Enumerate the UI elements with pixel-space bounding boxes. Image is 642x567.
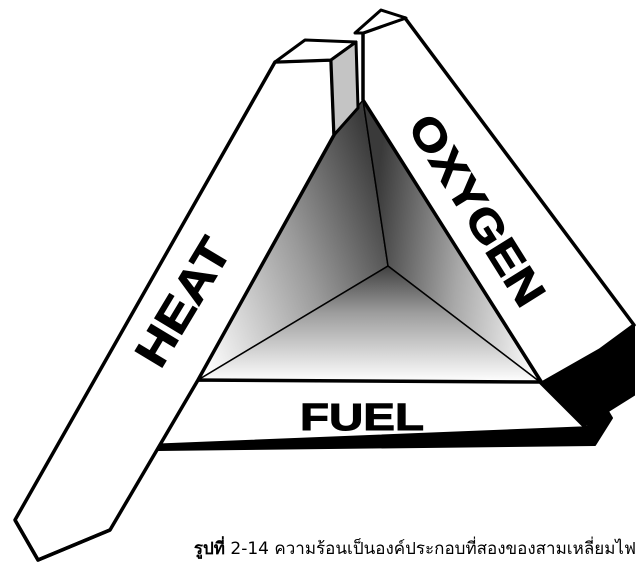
fuel-label: FUEL [300,396,424,438]
figure-caption: รูปที่ 2-14 ความร้อนเป็นองค์ประกอบที่สอง… [0,535,642,563]
caption-text: ความร้อนเป็นองค์ประกอบที่สองของสามเหลี่ย… [274,539,636,559]
caption-number: 2-14 [230,539,269,559]
caption-prefix: รูปที่ [194,539,225,559]
